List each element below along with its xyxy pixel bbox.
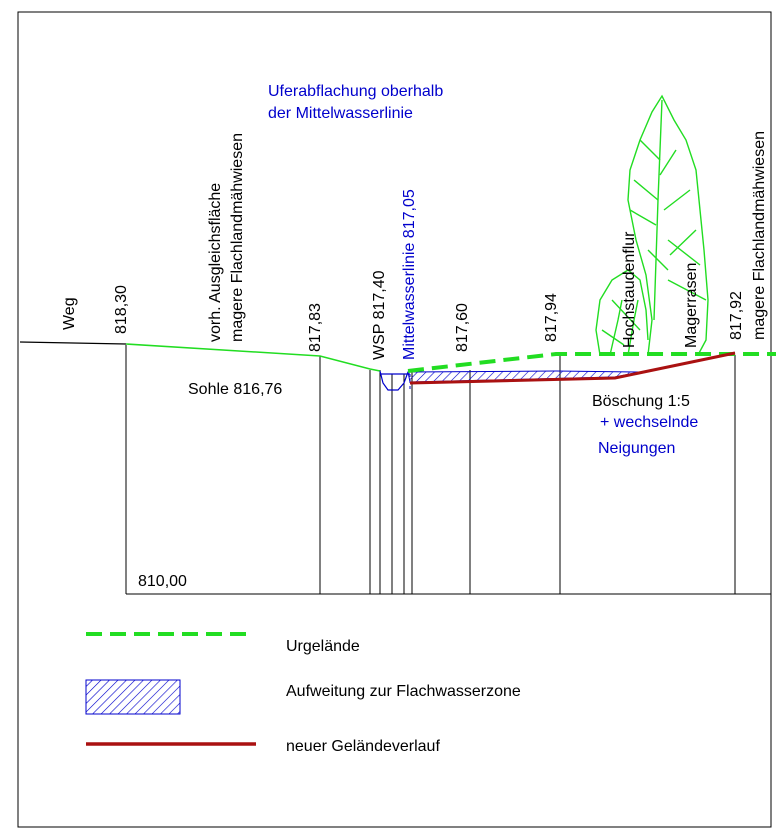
vegetation-sketch xyxy=(595,94,709,356)
legend-urgelaende-label: Urgelände xyxy=(286,638,360,655)
urgelaende-line xyxy=(407,352,776,373)
label-ausgleich-2: magere Flachlandmähwiesen xyxy=(229,133,246,342)
channel-profile xyxy=(379,370,409,391)
label-ausgleich-1: vorh. Ausgleichsfläche xyxy=(207,183,224,342)
label-elev-817-83: 817,83 xyxy=(307,303,324,352)
label-wechselnde-2: Neigungen xyxy=(598,440,675,457)
label-elev-818-30: 818,30 xyxy=(113,285,130,334)
legend-aufweitung-label: Aufweitung zur Flachwasserzone xyxy=(286,683,521,700)
legend-aufweitung-swatch xyxy=(85,679,181,715)
terrain-line xyxy=(125,343,381,372)
drawing-border xyxy=(17,11,772,828)
label-elev-817-92: 817,92 xyxy=(728,291,745,340)
label-boeschung: Böschung 1:5 xyxy=(592,393,690,410)
legend-neuer-label: neuer Geländeverlauf xyxy=(286,738,440,755)
label-magerrasen: Magerrasen xyxy=(683,263,700,348)
neuer-gelaende-line xyxy=(409,351,736,385)
station-lines xyxy=(125,345,736,594)
label-wsp: WSP 817,40 xyxy=(371,270,388,360)
label-uferabflachung-1: Uferabflachung oberhalb xyxy=(268,83,443,100)
label-sohle: Sohle 816,76 xyxy=(188,381,282,398)
label-flachland-right: magere Flachlandmähwiesen xyxy=(751,131,768,340)
label-wechselnde-1: + wechselnde xyxy=(600,414,698,431)
label-uferabflachung-2: der Mittelwasserlinie xyxy=(268,105,413,122)
label-mittelwasser: Mittelwasserlinie 817,05 xyxy=(401,189,418,360)
label-elev-817-60: 817,60 xyxy=(454,303,471,352)
label-weg: Weg xyxy=(61,297,78,330)
label-datum: 810,00 xyxy=(138,573,187,590)
label-elev-817-94: 817,94 xyxy=(543,293,560,342)
legend: Urgelände Aufweitung zur Flachwasserzone… xyxy=(85,632,521,755)
label-hochstaudenflur: Hochstaudenflur xyxy=(621,231,638,348)
weg-surface xyxy=(19,341,127,345)
